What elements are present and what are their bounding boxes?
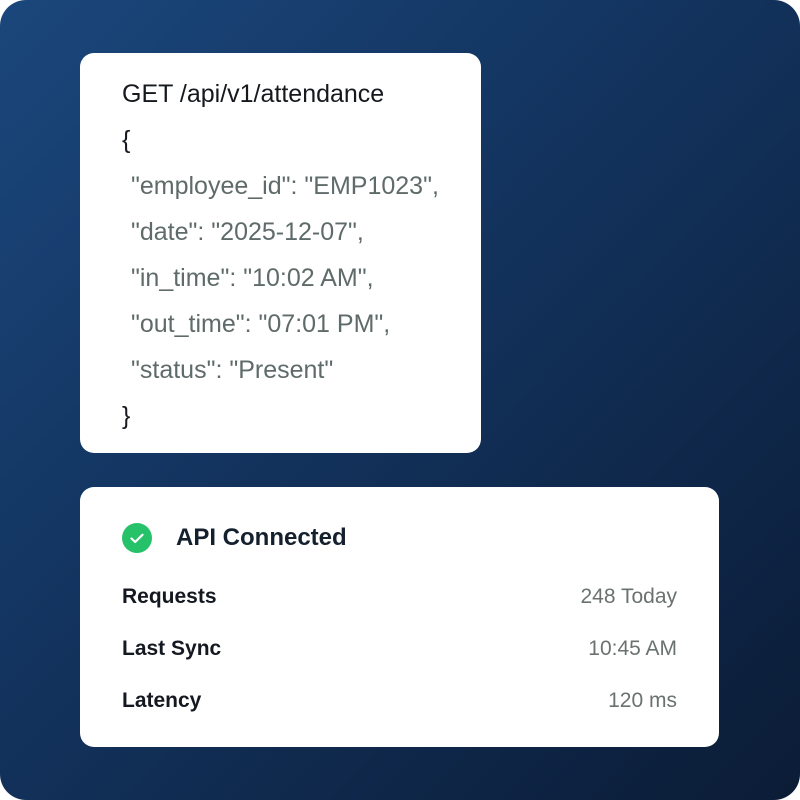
checkmark-glyph — [130, 533, 144, 543]
status-header: API Connected — [122, 523, 347, 553]
json-field-status: "status": "Present" — [131, 356, 334, 384]
json-field-out-time: "out_time": "07:01 PM", — [131, 310, 391, 338]
api-request-card: GET /api/v1/attendance { "employee_id": … — [80, 53, 481, 453]
metric-label: Last Sync — [122, 637, 222, 660]
metric-label: Latency — [122, 689, 202, 712]
json-field-date: "date": "2025-12-07", — [131, 218, 364, 246]
metric-value: 248 Today — [580, 585, 677, 608]
json-close-brace: } — [122, 402, 131, 430]
check-circle-icon — [122, 523, 152, 553]
json-field-employee-id: "employee_id": "EMP1023", — [131, 172, 439, 200]
metric-value: 10:45 AM — [588, 637, 677, 660]
metric-row-latency: Latency 120 ms — [122, 688, 677, 714]
metric-row-requests: Requests 248 Today — [122, 584, 677, 610]
metric-value: 120 ms — [608, 689, 677, 712]
metric-label: Requests — [122, 585, 217, 608]
endpoint-line: GET /api/v1/attendance — [122, 80, 385, 108]
metric-row-last-sync: Last Sync 10:45 AM — [122, 636, 677, 662]
status-title: API Connected — [176, 524, 347, 551]
json-open-brace: { — [122, 126, 131, 154]
api-status-card: API Connected Requests 248 Today Last Sy… — [80, 487, 719, 747]
json-field-in-time: "in_time": "10:02 AM", — [131, 264, 374, 292]
